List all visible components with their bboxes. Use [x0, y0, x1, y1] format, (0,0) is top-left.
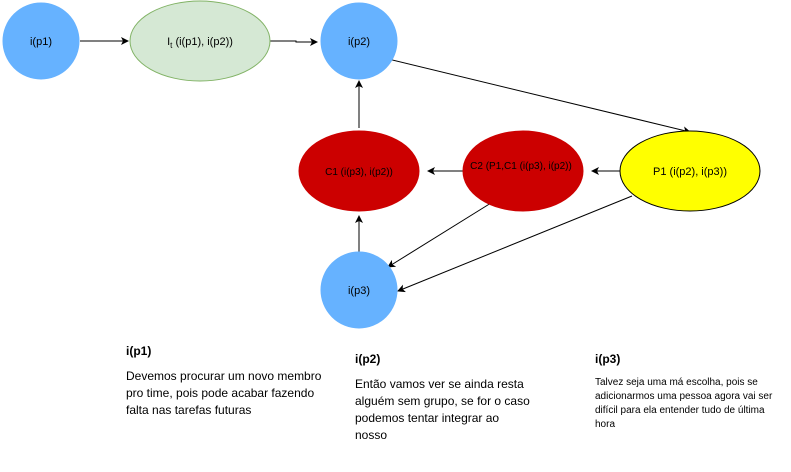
edges: [80, 37, 691, 293]
node-it-shape: [129, 0, 271, 82]
edge-it-to-ip2: [270, 38, 318, 46]
node-ip3[interactable]: i(p3): [320, 251, 398, 329]
node-ip2-shape: [320, 2, 398, 80]
node-c1[interactable]: C1 (i(p3), i(p2)): [298, 130, 420, 212]
node-c2-shape: [462, 130, 584, 212]
node-c1-label: C1 (i(p3), i(p2)): [325, 167, 393, 178]
node-ip1-label: i(p1): [30, 36, 52, 48]
note-p2-body: Então vamos ver se ainda resta alguém se…: [355, 377, 530, 442]
note-p2: i(p2) Então vamos ver se ainda resta alg…: [355, 352, 530, 444]
node-it[interactable]: It (i(p1), i(p2)): [129, 0, 271, 82]
note-p1-body: Devemos procurar um novo membro pro time…: [126, 369, 322, 417]
node-c2-label: C2 (P1,C1 (i(p3), i(p2)): [470, 161, 572, 172]
node-it-label-main: I: [167, 36, 170, 48]
node-ip2[interactable]: i(p2): [320, 2, 398, 80]
node-p1-shape: [619, 130, 761, 212]
edge-c2-to-ip3: [387, 202, 492, 268]
node-p1-label: P1 (i(p2), i(p3)): [653, 166, 727, 178]
node-c2[interactable]: C2 (P1,C1 (i(p3), i(p2)): [462, 130, 584, 212]
node-c1-shape: [298, 130, 420, 212]
note-p1-title: i(p1): [126, 344, 152, 358]
edge-ip2-to-p1: [379, 56, 691, 135]
node-ip3-shape: [320, 251, 398, 329]
node-ip1-shape: [2, 2, 80, 80]
node-ip3-label: i(p3): [348, 285, 370, 297]
node-p1[interactable]: P1 (i(p2), i(p3)): [619, 130, 761, 212]
note-p3-body: Talvez seja uma má escolha, pois se adic…: [595, 377, 773, 430]
node-it-label: It (i(p1), i(p2)): [167, 36, 233, 50]
node-ip2-label: i(p2): [348, 36, 370, 48]
node-it-label-sub: t: [170, 41, 173, 50]
note-p1: i(p1) Devemos procurar um novo membro pr…: [126, 344, 326, 419]
node-ip1[interactable]: i(p1): [2, 2, 80, 80]
edge-p1-to-ip3: [397, 195, 633, 293]
note-p3: i(p3) Talvez seja uma má escolha, pois s…: [595, 352, 780, 432]
node-it-label-rest: (i(p1), i(p2)): [172, 36, 233, 48]
note-p2-title: i(p2): [355, 352, 381, 366]
note-p3-title: i(p3): [595, 352, 621, 366]
